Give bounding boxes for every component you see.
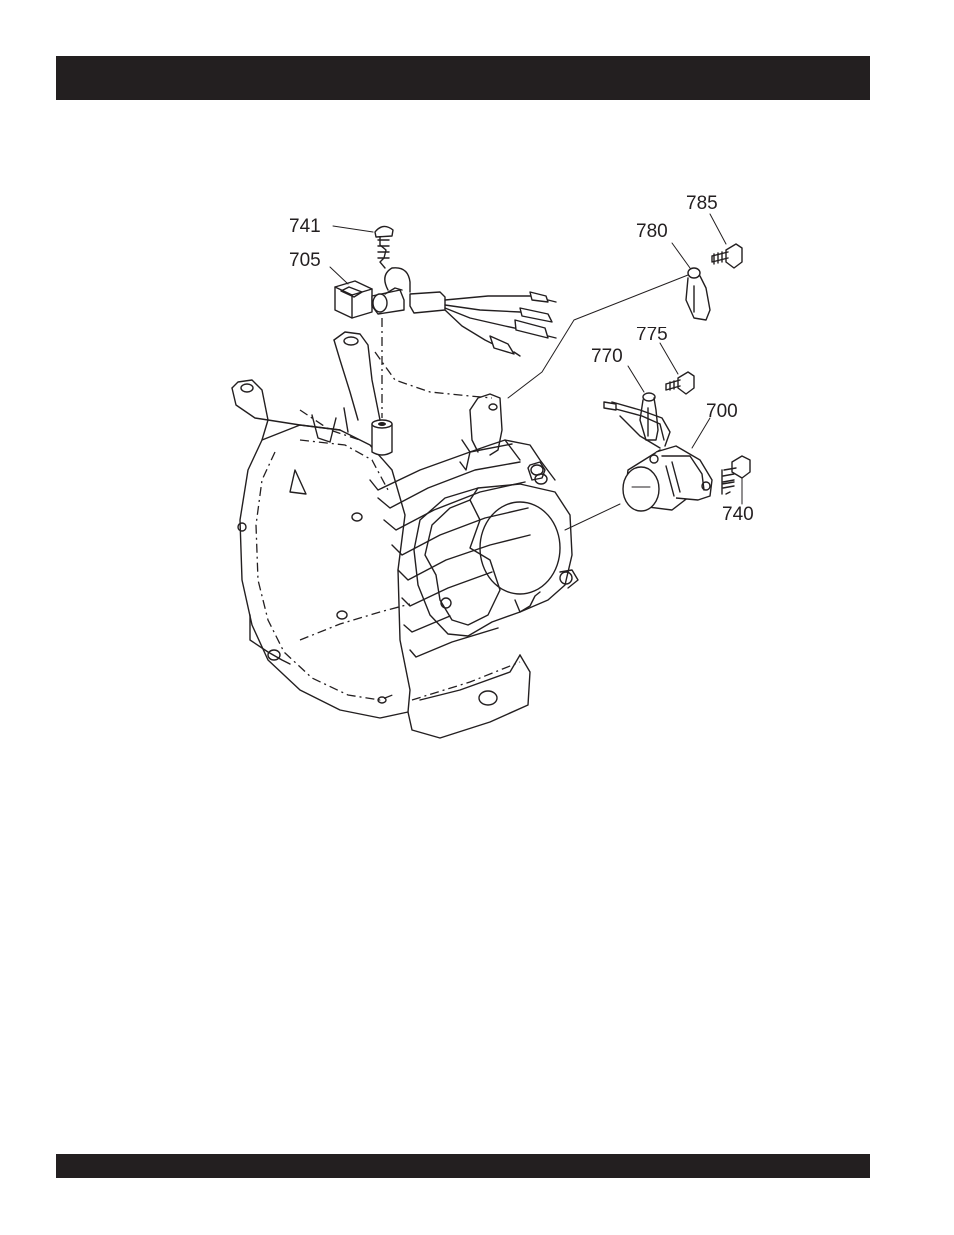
bolt-775: [666, 372, 694, 394]
callout-700: 700: [706, 401, 738, 422]
clamp-780: [686, 268, 710, 320]
bolt-785: [712, 244, 742, 268]
label-crop-mask: [630, 318, 680, 327]
callout-775: 775: [636, 324, 668, 345]
mount-tab: [460, 394, 502, 470]
callout-741: 741: [289, 216, 321, 237]
crankcase-outline: [232, 332, 530, 738]
callout-770: 770: [591, 346, 623, 367]
leader-solenoid-to-block: [565, 504, 620, 530]
screw-741: [375, 226, 393, 268]
solenoid-700: [604, 402, 712, 511]
callout-705: 705: [289, 250, 321, 271]
cylinder-head: [414, 474, 578, 636]
cylinder-fins: [370, 440, 555, 657]
callout-785: 785: [686, 193, 718, 214]
footer-bar: [56, 1154, 870, 1178]
oil-alert-unit-705: [335, 268, 556, 356]
callout-780: 780: [636, 221, 668, 242]
bolt-740: [722, 456, 750, 494]
boss-stud: [372, 318, 392, 455]
callout-740: 740: [722, 504, 754, 525]
